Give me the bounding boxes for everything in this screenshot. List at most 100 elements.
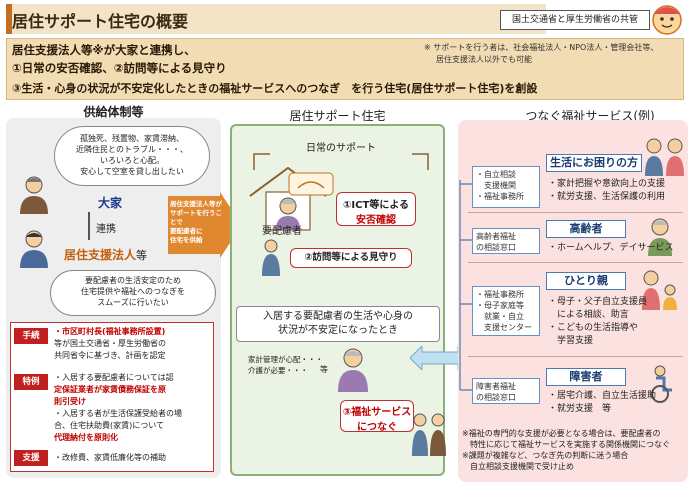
family-icon [645, 138, 684, 176]
special-line-4: ・入居する者が生活保護受給者の場 [54, 409, 182, 418]
arrow-text-line-2: サポートを行うことで [170, 209, 222, 226]
separator-3 [468, 356, 683, 357]
org-2-line-2: の相談窓口 [476, 243, 516, 252]
cloud-bottom-line-1: 要配慮者の生活安定のため [85, 276, 181, 285]
needy-item-1: ・家計把握や意欲向上の支援 [548, 179, 666, 189]
right-heading: つなぐ福祉サービス(例) [525, 109, 655, 123]
disabled-items: ・居宅介護、自立生活援助 ・就労支援 等 [548, 390, 656, 416]
link-double-arrow [410, 346, 470, 370]
ict-line-2: 安否確認 [356, 215, 396, 226]
ict-callout: ①ICT等による 安否確認 [336, 192, 416, 226]
org-box-3: ・福祉事務所 ・母子家庭等 就業・自立 支援センター [472, 286, 540, 336]
institution-box [10, 322, 214, 472]
cloud-top-line-3: いろいろと心配。 [100, 156, 164, 165]
special-line-3: 則引受け [54, 397, 86, 406]
elderly-couple-icon [648, 218, 672, 256]
support-text: ・改修費、家賃低廉化等の補助 [54, 452, 166, 464]
needy-item-2: ・就労支援、生活保護の利用 [548, 192, 666, 202]
org-1-line-1: ・自立相談 [476, 170, 516, 179]
service-needy: 生活にお困りの方 [546, 154, 642, 172]
link-line [88, 212, 90, 240]
landlord-label: 大家 [98, 196, 123, 210]
summary-line-1: 居住支援法人等※が大家と連携し、 [12, 43, 196, 57]
summary-box [6, 38, 684, 100]
visit-callout: ②訪問等による見守り [290, 248, 412, 268]
single-parent-item-1: ・母子・父子自立支援員 [548, 297, 648, 307]
org-box-2: 高齢者福祉 の相談窓口 [472, 228, 540, 254]
elderly-person-icon [249, 166, 327, 231]
needy-items: ・家計把握や意欲向上の支援 ・就労支援、生活保護の利用 [548, 178, 665, 204]
procedure-line-2: 等が国土交通省・厚生労働省の [54, 339, 166, 348]
support-line-1: ・改修費、家賃低廉化等の補助 [54, 453, 166, 462]
ict-sensor-icon [288, 172, 334, 196]
separator-2 [468, 262, 683, 263]
support-tag: 支援 [14, 450, 48, 466]
page-title: 居住サポート住宅の概要 [12, 12, 189, 31]
special-line-2: 定保証業者が家賃債務保証を原 [54, 385, 166, 394]
support-org-row: 居住支援法人等 [64, 246, 147, 263]
elderly-item-1: ・ホームヘルプ、デイサービス [548, 243, 674, 253]
note-line-2: 特性に応じて福祉サービスを実施する関係機関につなぐ [462, 440, 670, 449]
service-elderly: 高齢者 [546, 220, 626, 238]
summary-note-1: ※ サポートを行う者は、社会福祉法人・NPO法人・管理会社等、 [424, 43, 659, 52]
org-3-line-1: ・福祉事務所 [476, 290, 524, 299]
unstable-box: 入居する要配慮者の生活や心身の 状況が不安定になったとき [236, 306, 440, 342]
special-line-6: 代理納付を原則化 [54, 433, 118, 442]
single-parent-item-4: 学習支援 [548, 336, 594, 346]
special-tag: 特例 [14, 374, 48, 390]
summary-line-3: ③生活・心身の状況が不安定化したときの福祉サービスへのつなぎ を行う住宅(居住サ… [12, 82, 538, 95]
service-single-parent: ひとり親 [546, 272, 626, 290]
procedure-line-3: 共同省令に基づき、計画を認定 [54, 351, 166, 360]
cloud-top-line-2: 近隣住民とのトラブル・・・、 [76, 145, 188, 154]
disabled-item-2: ・就労支援 等 [548, 404, 612, 414]
procedure-line-1: ・市区町村長(福祉事務所設置) [54, 327, 166, 336]
note-line-1: ※福祉の専門的な支援が必要となる場合は、要配慮者の [462, 429, 661, 438]
title-bar [6, 4, 546, 34]
staff-pair-icon [412, 413, 446, 456]
org-4-line-2: の相談窓口 [476, 393, 516, 402]
org-3-line-4: 支援センター [476, 323, 532, 332]
org-3-line-3: 就業・自立 [476, 312, 524, 321]
worry-line-1: 家計管理が心配・・・ [248, 355, 323, 364]
support-org-label: 居住支援法人 [64, 248, 137, 262]
procedure-tag: 手続 [14, 328, 48, 344]
note-line-3: ※課題が複雑など、つなぎ先の判断に迷う場合 [462, 451, 629, 460]
unstable-line-1: 入居する要配慮者の生活や心身の [263, 311, 413, 322]
link-label: 連携 [96, 224, 116, 235]
service-connector [459, 180, 472, 391]
org-box-1: ・自立相談 支援機関 ・福祉事務所 [472, 166, 540, 208]
org-1-line-2: 支援機関 [476, 181, 516, 190]
daily-support-label: 日常のサポート [306, 143, 376, 154]
single-parent-icon [642, 270, 677, 310]
welfare-callout: ③福祉サービス につなぐ [340, 400, 414, 433]
summary-note-2: 居住支援法人以外でも可能 [436, 55, 532, 64]
wheelchair-icon [651, 365, 672, 403]
unstable-line-2: 状況が不安定になったとき [278, 325, 398, 336]
left-heading: 供給体制等 [83, 105, 144, 119]
arrow-text-line-1: 居住支援法人等が [170, 200, 222, 208]
cloud-bottom-line-3: スムーズに行いたい [97, 298, 169, 307]
cloud-bottom-line-2: 住宅提供や福祉へのつなぎを [81, 287, 185, 296]
org-1-line-3: ・福祉事務所 [476, 192, 524, 201]
person-label: 要配慮者 [262, 226, 302, 237]
support-org-cloud: 要配慮者の生活安定のため 住宅提供や福祉へのつなぎを スムーズに行いたい [50, 270, 216, 316]
worry-etc: 等 [320, 365, 328, 374]
cloud-top-line-1: 孤独死、残置物、家賃滞納、 [80, 134, 184, 143]
note-line-4: 自立相談支援機関で受け止め [462, 462, 574, 471]
arrow-text-line-3: 要配慮者に [170, 227, 203, 235]
worry-text: 家計管理が心配・・・ 介護が必要・・・ [248, 354, 323, 376]
support-org-suffix: 等 [136, 249, 148, 262]
support-staff-icon [20, 230, 48, 268]
org-2-line-1: 高齢者福祉 [476, 232, 516, 241]
special-line-5: 合、住宅扶助費(家賃)について [54, 421, 165, 430]
landlord-worry-cloud: 孤独死、残置物、家賃滞納、 近隣住民とのトラブル・・・、 いろいろと心配。 安心… [54, 126, 210, 186]
cloud-top-line-4: 安心して空室を貸し出したい [80, 167, 184, 176]
single-parent-item-2: による相談、助言 [548, 310, 629, 320]
arrow-text-line-4: 住宅を供給 [170, 236, 203, 244]
co-host-label: 国土交通省と厚生労働省の共管 [500, 10, 650, 30]
procedure-text: ・市区町村長(福祉事務所設置) 等が国土交通省・厚生労働省の 共同省令に基づき、… [54, 326, 166, 362]
org-3-line-2: ・母子家庭等 [476, 301, 524, 310]
welfare-line-2: につなぐ [357, 422, 397, 433]
right-notes: ※福祉の専門的な支援が必要となる場合は、要配慮者の 特性に応じて福祉サービスを実… [462, 428, 670, 472]
mascot-icon [652, 5, 682, 35]
